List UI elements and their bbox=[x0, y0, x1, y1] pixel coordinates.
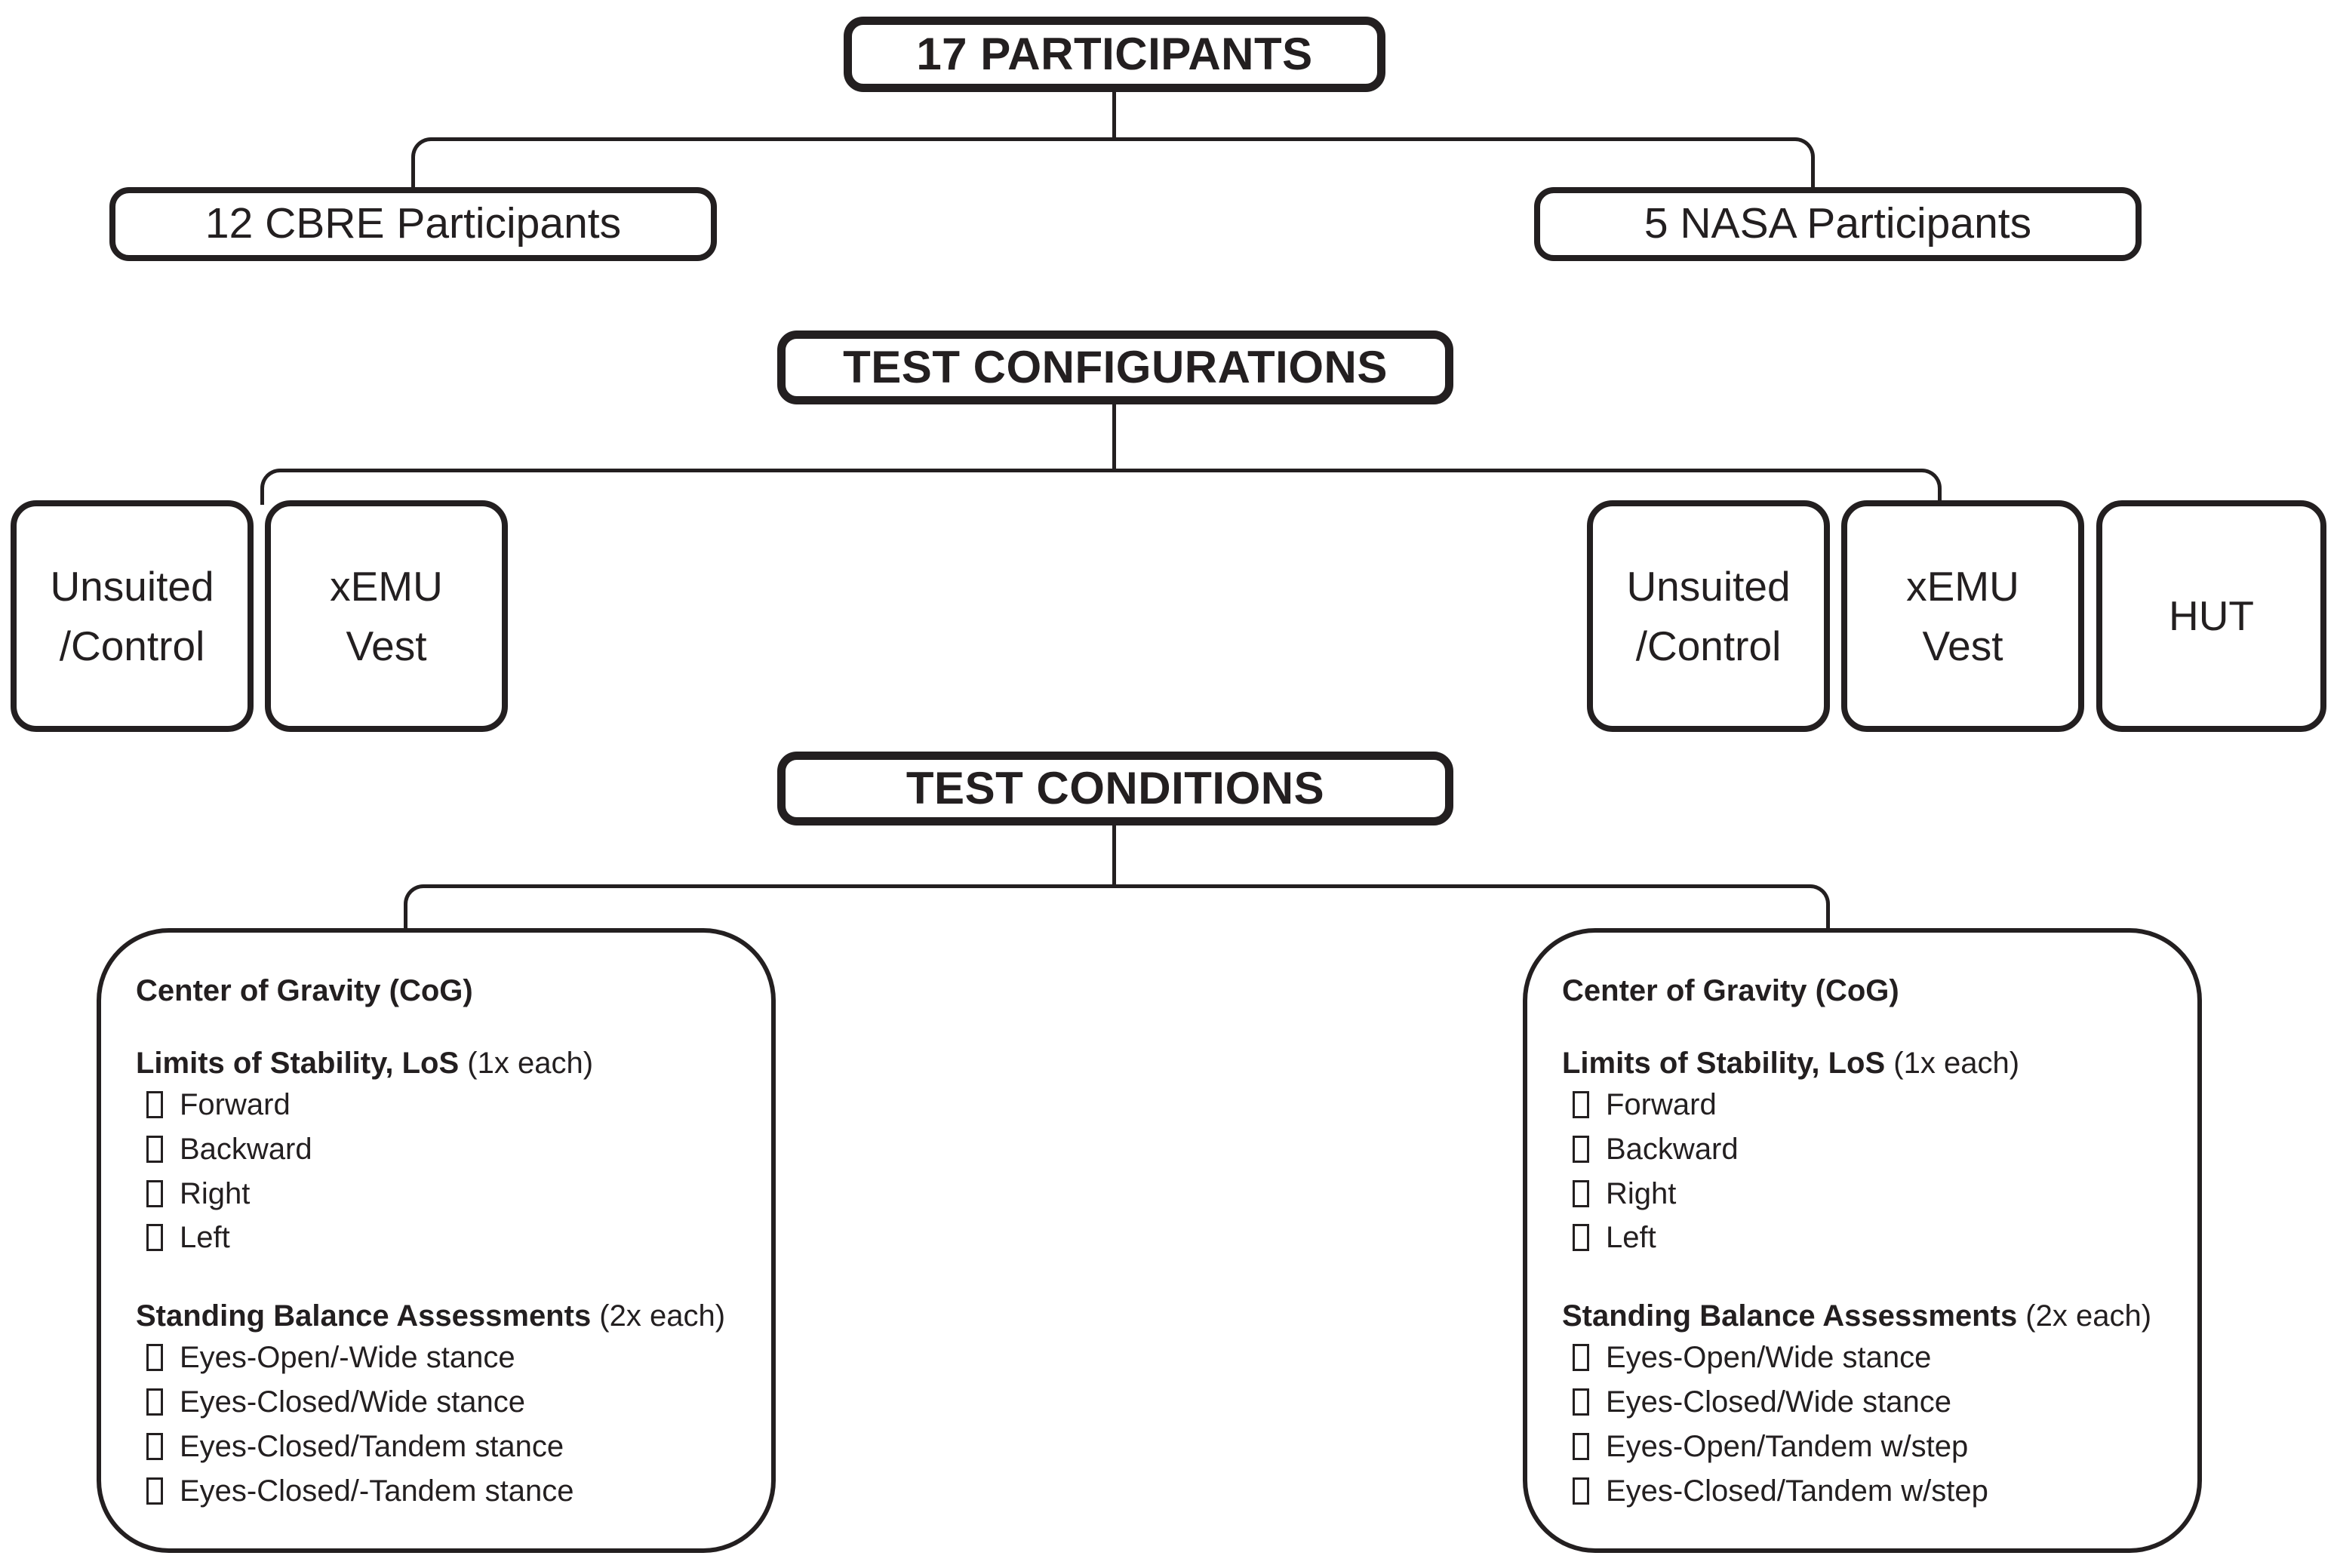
list-item-label: Eyes-Closed/Wide stance bbox=[1606, 1385, 1951, 1419]
list-item-label: Eyes-Closed/Tandem w/step bbox=[1606, 1474, 1988, 1508]
checkbox-icon bbox=[1573, 1388, 1589, 1416]
list-item-label: Right bbox=[1606, 1176, 1677, 1210]
connector-conditions-bracket bbox=[404, 884, 1830, 931]
list-item-label: Forward bbox=[1606, 1088, 1717, 1121]
connector-title-stem bbox=[1112, 92, 1116, 139]
list-item-label: Backward bbox=[1606, 1132, 1739, 1166]
config-left-xemu-vest-text: xEMU Vest bbox=[330, 562, 443, 669]
config-left-xemu-vest: xEMU Vest bbox=[265, 500, 508, 732]
list-item-label: Left bbox=[180, 1221, 230, 1255]
list-item: Forward bbox=[1562, 1085, 2163, 1125]
panel-left-spacer-2 bbox=[136, 1262, 736, 1297]
config-left-unsuited-control: Unsuited /Control bbox=[11, 500, 254, 732]
checkbox-icon bbox=[146, 1179, 163, 1207]
config-right-hut-text: HUT bbox=[2168, 592, 2255, 640]
list-item: Eyes-Closed/Wide stance bbox=[1562, 1382, 2163, 1422]
list-item: Eyes-Open/Tandem w/step bbox=[1562, 1427, 2163, 1467]
panel-right-sba-heading-bold: Standing Balance Assessments bbox=[1562, 1299, 2018, 1333]
node-test-conditions: TEST CONDITIONS bbox=[777, 752, 1453, 826]
panel-right-los-heading-bold: Limits of Stability, LoS bbox=[1562, 1047, 1886, 1080]
panel-right-los-list: Forward Backward Right Left bbox=[1562, 1085, 2163, 1258]
checkbox-icon bbox=[1573, 1432, 1589, 1460]
checkbox-icon bbox=[1573, 1135, 1589, 1163]
list-item: Eyes-Open/Wide stance bbox=[1562, 1338, 2163, 1378]
list-item-label: Eyes-Closed/Wide stance bbox=[180, 1385, 525, 1419]
panel-conditions-right: Center of Gravity (CoG) Limits of Stabil… bbox=[1523, 928, 2202, 1553]
panel-right-sba-heading: Standing Balance Assessments (2x each) bbox=[1562, 1297, 2163, 1335]
checkbox-icon bbox=[1573, 1179, 1589, 1207]
panel-left-spacer-1 bbox=[136, 1010, 736, 1044]
list-item-label: Forward bbox=[180, 1088, 291, 1121]
panel-left-los-list: Forward Backward Right Left bbox=[136, 1085, 736, 1258]
node-test-conditions-label: TEST CONDITIONS bbox=[906, 762, 1325, 813]
connector-conditions-stem bbox=[1112, 826, 1116, 886]
checkbox-icon bbox=[146, 1477, 163, 1505]
config-right-xemu-vest: xEMU Vest bbox=[1841, 500, 2084, 732]
list-item: Eyes-Open/-Wide stance bbox=[136, 1338, 736, 1378]
list-item-label: Eyes-Open/Tandem w/step bbox=[1606, 1429, 1969, 1463]
list-item-label: Left bbox=[1606, 1221, 1656, 1255]
node-test-configurations-label: TEST CONFIGURATIONS bbox=[843, 341, 1388, 392]
checkbox-icon bbox=[1573, 1477, 1589, 1505]
checkbox-icon bbox=[146, 1135, 163, 1163]
panel-right-spacer-2 bbox=[1562, 1262, 2163, 1297]
panel-right-sba-list: Eyes-Open/Wide stance Eyes-Closed/Wide s… bbox=[1562, 1338, 2163, 1511]
list-item-label: Backward bbox=[180, 1132, 312, 1166]
checkbox-icon bbox=[146, 1388, 163, 1416]
node-nasa-participants: 5 NASA Participants bbox=[1534, 187, 2142, 261]
node-17-participants: 17 PARTICIPANTS bbox=[844, 17, 1385, 92]
panel-right-los-heading-note: (1x each) bbox=[1885, 1047, 2020, 1080]
checkbox-icon bbox=[146, 1091, 163, 1118]
config-left-unsuited-control-text: Unsuited /Control bbox=[50, 562, 214, 669]
checkbox-icon bbox=[1573, 1344, 1589, 1372]
checkbox-icon bbox=[146, 1224, 163, 1252]
checkbox-icon bbox=[1573, 1091, 1589, 1118]
config-right-xemu-vest-text: xEMU Vest bbox=[1906, 562, 2019, 669]
panel-conditions-left: Center of Gravity (CoG) Limits of Stabil… bbox=[97, 928, 776, 1553]
list-item: Forward bbox=[136, 1085, 736, 1125]
list-item-label: Eyes-Open/-Wide stance bbox=[180, 1341, 515, 1375]
node-cbre-participants-label: 12 CBRE Participants bbox=[204, 199, 622, 248]
list-item: Left bbox=[1562, 1218, 2163, 1258]
checkbox-icon bbox=[146, 1344, 163, 1372]
panel-left-sba-list: Eyes-Open/-Wide stance Eyes-Closed/Wide … bbox=[136, 1338, 736, 1511]
list-item: Left bbox=[136, 1218, 736, 1258]
list-item: Eyes-Closed/Tandem w/step bbox=[1562, 1471, 2163, 1511]
list-item: Backward bbox=[1562, 1130, 2163, 1170]
panel-left-los-heading: Limits of Stability, LoS (1x each) bbox=[136, 1044, 736, 1082]
connector-configurations-bracket bbox=[260, 469, 1942, 505]
list-item-label: Right bbox=[180, 1176, 251, 1210]
list-item-label: Eyes-Closed/-Tandem stance bbox=[180, 1474, 574, 1508]
panel-right-los-heading: Limits of Stability, LoS (1x each) bbox=[1562, 1044, 2163, 1082]
panel-left-sba-heading-note: (2x each) bbox=[591, 1299, 726, 1333]
config-right-hut: HUT bbox=[2096, 500, 2326, 732]
checkbox-icon bbox=[1573, 1224, 1589, 1252]
list-item-label: Eyes-Open/Wide stance bbox=[1606, 1341, 1932, 1375]
node-17-participants-label: 17 PARTICIPANTS bbox=[916, 28, 1313, 79]
connector-participants-bracket bbox=[411, 137, 1815, 189]
panel-right-cog-heading: Center of Gravity (CoG) bbox=[1562, 974, 1899, 1007]
connector-configurations-stem bbox=[1112, 404, 1116, 470]
list-item: Eyes-Closed/Tandem stance bbox=[136, 1427, 736, 1467]
panel-left-cog-heading: Center of Gravity (CoG) bbox=[136, 974, 473, 1007]
panel-left-sba-heading: Standing Balance Assessments (2x each) bbox=[136, 1297, 736, 1335]
config-right-unsuited-control-text: Unsuited /Control bbox=[1626, 562, 1791, 669]
panel-left-sba-heading-bold: Standing Balance Assessments bbox=[136, 1299, 592, 1333]
list-item: Backward bbox=[136, 1130, 736, 1170]
config-right-unsuited-control: Unsuited /Control bbox=[1587, 500, 1830, 732]
list-item: Eyes-Closed/-Tandem stance bbox=[136, 1471, 736, 1511]
panel-left-los-heading-bold: Limits of Stability, LoS bbox=[136, 1047, 460, 1080]
panel-left-los-heading-note: (1x each) bbox=[459, 1047, 594, 1080]
list-item: Right bbox=[136, 1174, 736, 1214]
checkbox-icon bbox=[146, 1432, 163, 1460]
node-nasa-participants-label: 5 NASA Participants bbox=[1644, 199, 2032, 248]
node-cbre-participants: 12 CBRE Participants bbox=[109, 187, 717, 261]
node-test-configurations: TEST CONFIGURATIONS bbox=[777, 331, 1453, 404]
list-item: Eyes-Closed/Wide stance bbox=[136, 1382, 736, 1422]
panel-right-sba-heading-note: (2x each) bbox=[2017, 1299, 2152, 1333]
panel-right-spacer-1 bbox=[1562, 1010, 2163, 1044]
list-item: Right bbox=[1562, 1174, 2163, 1214]
list-item-label: Eyes-Closed/Tandem stance bbox=[180, 1429, 564, 1463]
